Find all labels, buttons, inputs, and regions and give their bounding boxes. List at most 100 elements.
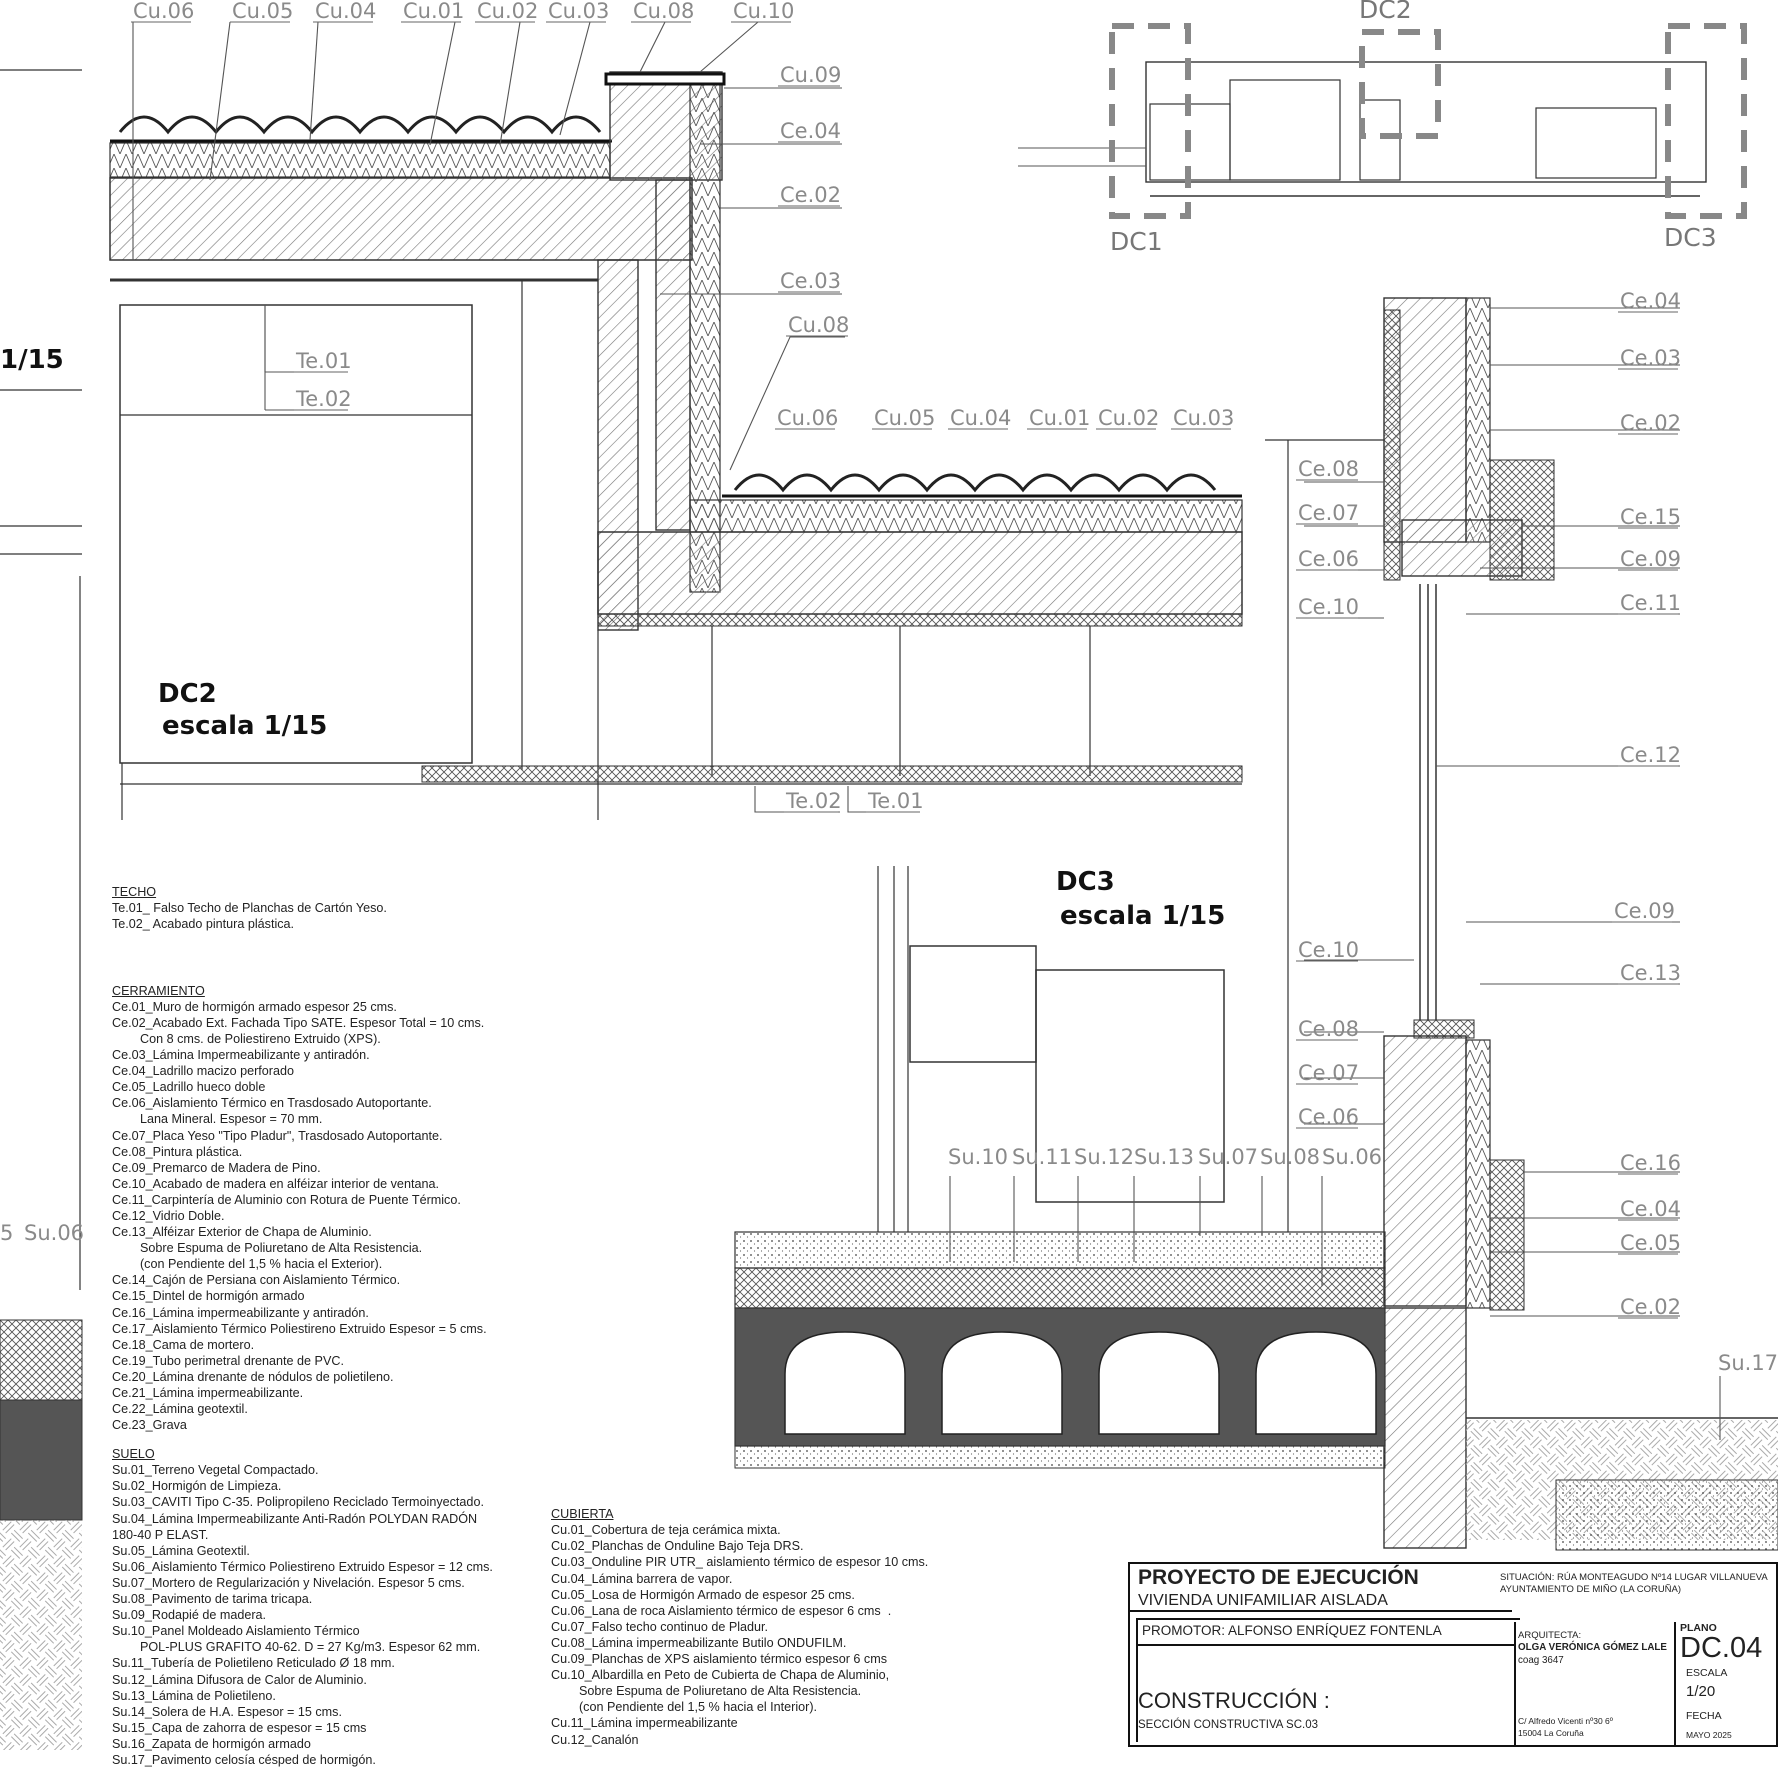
label-ceiling-0: Te.01 bbox=[295, 349, 352, 373]
dc3-section bbox=[734, 297, 1778, 1551]
label-dc3-right-11: Ce.05 bbox=[1620, 1231, 1681, 1255]
dc2-tiles-lower bbox=[733, 473, 1217, 493]
dc2-insulation-lower bbox=[689, 499, 1243, 533]
legend-line: Cu.07_Falso techo continuo de Pladur. bbox=[551, 1619, 769, 1634]
dc2-insulation-upper bbox=[109, 142, 611, 178]
label-dc3-right-5: Ce.11 bbox=[1620, 591, 1681, 615]
legend-line: Cu.05_Losa de Hormigón Armado de espesor… bbox=[551, 1587, 855, 1602]
situacion-2: AYUNTAMIENTO DE MIÑO (LA CORUÑA) bbox=[1500, 1584, 1682, 1595]
coag: coag 3647 bbox=[1518, 1655, 1564, 1666]
label-dc3-left-2: Ce.06 bbox=[1298, 547, 1359, 571]
legend-heading: SUELO bbox=[112, 1447, 155, 1462]
label-dc2-lower-0: Cu.06 bbox=[777, 406, 838, 430]
label-top-5: Cu.03 bbox=[548, 0, 609, 23]
label-floor-3: Su.13 bbox=[1134, 1145, 1194, 1169]
legend-line: Su.14_Solera de H.A. Espesor = 15 cms. bbox=[112, 1704, 342, 1719]
legend-line: Su.11_Tubería de Polietileno Reticulado … bbox=[112, 1656, 395, 1671]
label-dc3-right-12: Ce.02 bbox=[1620, 1295, 1681, 1319]
legend-line: Sobre Espuma de Poliuretano de Alta Resi… bbox=[112, 1241, 423, 1256]
label-dc2-lower-4: Cu.02 bbox=[1098, 406, 1159, 430]
legend-line: Cu.01_Cobertura de teja cerámica mixta. bbox=[551, 1523, 781, 1538]
legend-line: Ce.07_Placa Yeso "Tipo Pladur", Trasdosa… bbox=[112, 1128, 443, 1143]
legend-line: Ce.09_Premarco de Madera de Pino. bbox=[112, 1160, 321, 1175]
fecha-label: FECHA bbox=[1686, 1710, 1722, 1722]
legend-line: Ce.21_Lámina impermeabilizante. bbox=[112, 1386, 304, 1400]
label-top-7: Cu.10 bbox=[733, 0, 794, 23]
legend-line: Ce.19_Tubo perimetral drenante de PVC. bbox=[112, 1353, 344, 1368]
legend-line: Su.15_Capa de zahorra de espesor = 15 cm… bbox=[112, 1720, 367, 1735]
legend-line: Ce.15_Dintel de hormigón armado bbox=[112, 1289, 305, 1304]
legend-line: Ce.11_Carpintería de Aluminio con Rotura… bbox=[112, 1192, 461, 1207]
legend-line: Ce.01_Muro de hormigón armado espesor 25… bbox=[112, 999, 397, 1014]
legend-line: Su.03_CAVITI Tipo C-35. Polipropileno Re… bbox=[112, 1495, 484, 1510]
label-ceiling-bottom-0: Te.02 bbox=[785, 789, 842, 813]
legend-line: Con 8 cms. de Poliestireno Extruido (XPS… bbox=[112, 1031, 381, 1046]
fecha-value: MAYO 2025 bbox=[1686, 1730, 1732, 1740]
label-dc2-right-1: Ce.04 bbox=[780, 119, 841, 143]
legend-line: Ce.17_Aislamiento Térmico Poliestireno E… bbox=[112, 1321, 487, 1336]
legend-line: Cu.02_Planchas de Onduline Bajo Teja DRS… bbox=[551, 1539, 804, 1554]
legend-heading: CUBIERTA bbox=[551, 1507, 614, 1522]
label-top-4: Cu.02 bbox=[477, 0, 538, 23]
label-dc3-left-6: Ce.07 bbox=[1298, 1061, 1359, 1085]
label-ceiling-bottom-1: Te.01 bbox=[867, 789, 924, 813]
promotor: PROMOTOR: ALFONSO ENRÍQUEZ FONTENLA bbox=[1142, 1623, 1442, 1638]
label-top-6: Cu.08 bbox=[633, 0, 694, 23]
label-dc2-lower-1: Cu.05 bbox=[874, 406, 935, 430]
legend-line: Cu.11_Lámina impermeabilizante bbox=[551, 1716, 738, 1731]
construccion: CONSTRUCCIÓN : bbox=[1138, 1688, 1330, 1713]
section-name: SECCIÓN CONSTRUCTIVA SC.03 bbox=[1138, 1719, 1318, 1731]
dc2-tiles-upper bbox=[118, 115, 602, 135]
project-title: PROYECTO DE EJECUCIÓN bbox=[1138, 1566, 1419, 1589]
legend-line: 180-40 P ELAST. bbox=[112, 1527, 209, 1542]
label-dc3-right-4: Ce.09 bbox=[1620, 547, 1681, 571]
label-dc3-right-7: Ce.09 bbox=[1614, 899, 1675, 923]
legend-line: Su.16_Zapata de hormigón armado bbox=[112, 1736, 311, 1751]
escala-label: ESCALA bbox=[1686, 1667, 1728, 1679]
legend-line: Ce.18_Cama de mortero. bbox=[112, 1337, 255, 1352]
legend-line: Su.01_Terreno Vegetal Compactado. bbox=[112, 1463, 319, 1478]
situacion-1: SITUACIÓN: RÚA MONTEAGUDO Nº14 LUGAR VIL… bbox=[1500, 1572, 1768, 1583]
legend-line: Su.12_Lámina Difusora de Calor de Alumin… bbox=[112, 1672, 367, 1687]
label-dc3-right-8: Ce.13 bbox=[1620, 961, 1681, 985]
legend-line: Su.05_Lámina Geotextil. bbox=[112, 1543, 250, 1558]
label-left-edge-1: Su.06 bbox=[24, 1221, 84, 1245]
legend-line: Cu.06_Lana de roca Aislamiento térmico d… bbox=[551, 1603, 892, 1618]
label-floor-6: Su.06 bbox=[1322, 1145, 1382, 1169]
legend-line: Ce.05_Ladrillo hueco doble bbox=[112, 1080, 266, 1095]
address-1: C/ Alfredo Vicenti nº30 6º bbox=[1518, 1716, 1613, 1726]
label-dc3-right-2: Ce.02 bbox=[1620, 411, 1681, 435]
label-top-0: Cu.06 bbox=[133, 0, 194, 23]
label-dc3-left-5: Ce.08 bbox=[1298, 1017, 1359, 1041]
label-dc2-right-4: Cu.08 bbox=[788, 313, 849, 337]
label-dc3-right-6: Ce.12 bbox=[1620, 743, 1681, 767]
label-dc2-lower-5: Cu.03 bbox=[1173, 406, 1234, 430]
legend-line: Ce.13_Alféizar Exterior de Chapa de Alum… bbox=[112, 1225, 372, 1240]
legend-line: Su.10_Panel Moldeado Aislamiento Térmico bbox=[112, 1624, 360, 1639]
label-top-2: Cu.04 bbox=[315, 0, 376, 23]
label-floor-0: Su.10 bbox=[948, 1145, 1008, 1169]
legend-heading: TECHO bbox=[112, 885, 157, 900]
dc3-floor-insulation bbox=[734, 1267, 1386, 1309]
legend-line: Su.04_Lámina Impermeabilizante Anti-Radó… bbox=[112, 1511, 478, 1526]
dc3-title: DC3 bbox=[1056, 867, 1115, 897]
key-view-dc2: DC2 bbox=[1359, 0, 1412, 24]
legend-line: Su.07_Mortero de Regularización y Nivela… bbox=[112, 1575, 465, 1590]
label-dc3-right-10: Ce.04 bbox=[1620, 1197, 1681, 1221]
escala-value: 1/20 bbox=[1686, 1683, 1716, 1700]
label-top-1: Cu.05 bbox=[232, 0, 293, 23]
label-floor-2: Su.12 bbox=[1074, 1145, 1134, 1169]
address-2: 15004 La Coruña bbox=[1518, 1728, 1584, 1738]
legend-line: Te.01_ Falso Techo de Planchas de Cartón… bbox=[112, 901, 387, 916]
legend-line: Ce.06_Aislamiento Térmico en Trasdosado … bbox=[112, 1096, 432, 1111]
dc2-section bbox=[109, 21, 1243, 820]
dc2-title: DC2 bbox=[158, 679, 217, 709]
legend-line: Lana Mineral. Espesor = 70 mm. bbox=[112, 1112, 323, 1127]
legend-line: Su.02_Hormigón de Limpieza. bbox=[112, 1479, 282, 1494]
label-floor-4: Su.07 bbox=[1198, 1145, 1258, 1169]
arquitecta: OLGA VERÓNICA GÓMEZ LALE bbox=[1518, 1642, 1667, 1653]
key-view-dc1: DC1 bbox=[1110, 227, 1163, 256]
label-dc3-left-7: Ce.06 bbox=[1298, 1105, 1359, 1129]
